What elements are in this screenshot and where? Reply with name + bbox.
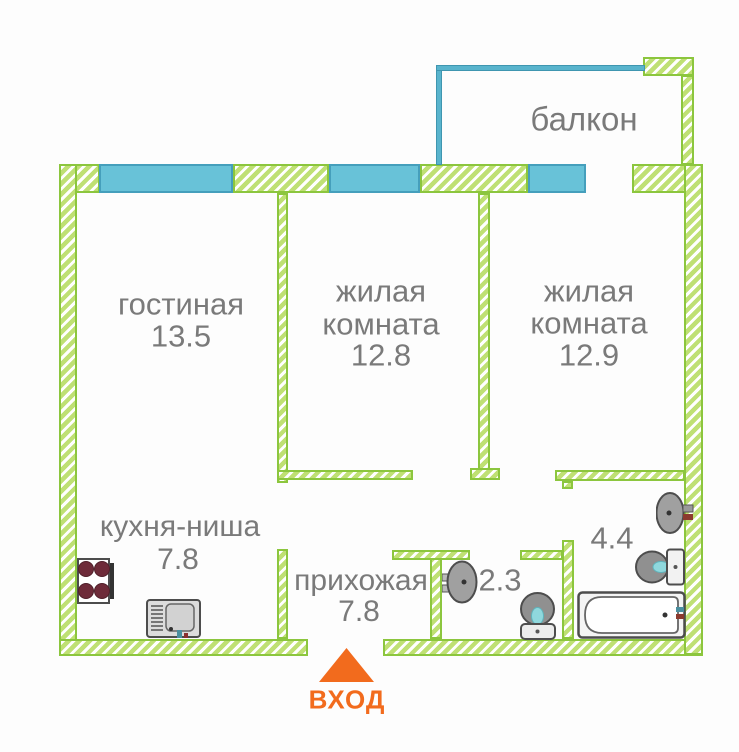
kitchen-sink-icon	[146, 599, 201, 638]
bathroom-toilet-icon	[635, 548, 685, 586]
kitchen-label: кухня-ниша	[99, 510, 261, 543]
window-living	[99, 164, 233, 193]
wall-right	[684, 164, 703, 655]
balcony-label: балкон	[530, 100, 638, 138]
bathroom-sink-icon	[656, 492, 694, 534]
balcony-wall-corner	[643, 57, 694, 76]
balcony-wall-right	[681, 75, 694, 165]
bedroom2-area: 12.9	[558, 337, 620, 373]
balcony-glass-top	[436, 65, 645, 71]
balcony-glass-left	[436, 65, 442, 165]
bathroom-area: 4.4	[590, 520, 634, 556]
wall-top-mid1	[233, 164, 329, 193]
bedroom1-label-line2: комната	[322, 306, 440, 342]
wall-wc-left	[430, 550, 442, 639]
kitchen-area: 7.8	[157, 543, 199, 576]
living-room-area: 13.5	[150, 318, 212, 354]
entrance-label: ВХОД	[308, 684, 386, 715]
wc-area: 2.3	[478, 562, 522, 598]
wall-wc-right-cap	[520, 550, 563, 560]
wall-bedroom2-bottom	[555, 470, 685, 481]
wall-top-mid2	[420, 164, 528, 193]
bedroom2-label-line2: комната	[530, 305, 648, 341]
wall-bottom-left	[59, 639, 308, 656]
wall-left	[59, 164, 77, 656]
bedroom2-label-line1: жилая	[543, 273, 635, 309]
stove-icon	[77, 558, 114, 604]
bedroom1-area: 12.8	[350, 337, 412, 373]
window-bedroom2	[528, 164, 586, 193]
hallway-label: прихожая	[294, 564, 428, 597]
wc-sink-icon	[442, 560, 478, 604]
wall-hallway-left	[277, 549, 288, 639]
bedroom1-label-line1: жилая	[335, 273, 427, 309]
wc-toilet-icon	[520, 592, 556, 640]
wall-bedroom1-bottom	[277, 470, 413, 480]
living-room-label: гостиная	[117, 286, 245, 322]
wall-bathroom-door-stub	[562, 481, 573, 489]
wall-wc-bathroom	[562, 540, 574, 639]
wall-wc-top-cap	[392, 550, 470, 560]
entrance-arrow-icon	[319, 648, 374, 682]
bathtub-icon	[577, 591, 686, 639]
wall-bedroom-cap	[470, 468, 500, 480]
hallway-area: 7.8	[338, 595, 380, 628]
wall-bedroom1-bedroom2	[478, 193, 490, 470]
wall-living-bedroom1	[277, 193, 288, 483]
window-bedroom1	[329, 164, 420, 193]
